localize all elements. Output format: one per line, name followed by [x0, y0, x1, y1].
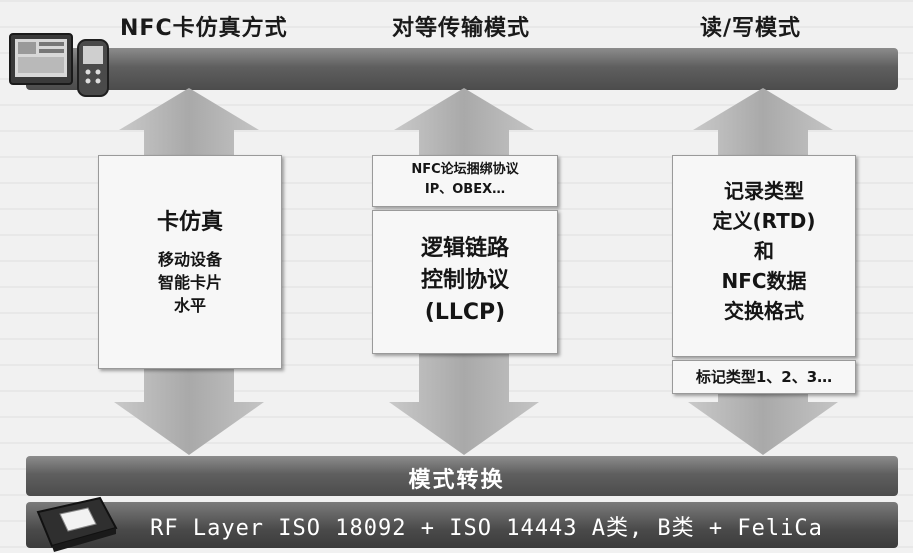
binding-protocol-line: IP、OBEX… — [424, 182, 506, 197]
binding-protocol-line: NFC论坛捆绑协议 — [411, 162, 519, 177]
arrow-card-down — [114, 360, 264, 455]
nfc-binding-protocol-box: NFC论坛捆绑协议 IP、OBEX… — [372, 155, 558, 207]
header-peer-to-peer: 对等传输模式 — [392, 16, 531, 41]
card-reader-icon — [36, 496, 118, 552]
header-read-write: 读/写模式 — [700, 16, 802, 41]
rtd-line: 定义(RTD) — [712, 209, 816, 233]
tag-types-box: 标记类型1、2、3… — [672, 360, 856, 394]
rtd-line: 记录类型 — [724, 179, 804, 203]
phone-icon — [9, 33, 109, 97]
card-emulation-title: 卡仿真 — [156, 210, 223, 235]
card-emulation-line: 水平 — [173, 296, 206, 315]
card-emulation-box: 卡仿真 移动设备 智能卡片 水平 — [98, 155, 282, 369]
rf-layer-band — [26, 502, 898, 548]
top-band — [26, 48, 898, 90]
rtd-ndef-box: 记录类型 定义(RTD) 和 NFC数据 交换格式 — [672, 155, 856, 357]
rtd-line: NFC数据 — [721, 269, 807, 293]
llcp-box: 逻辑链路 控制协议 (LLCP) — [372, 210, 558, 354]
llcp-line: 控制协议 — [420, 268, 509, 293]
tag-types-line: 标记类型1、2、3… — [695, 368, 833, 386]
rtd-line: 和 — [754, 239, 774, 263]
arrow-p2p-up — [394, 88, 534, 160]
mode-switch-band — [26, 456, 898, 496]
mode-switch-label: 模式转换 — [408, 468, 505, 493]
rtd-line: 交换格式 — [724, 299, 804, 323]
arrow-card-up — [119, 88, 259, 160]
llcp-line: (LLCP) — [424, 300, 506, 325]
arrow-rw-down — [688, 388, 838, 455]
arrow-p2p-down — [389, 345, 539, 455]
header-card-emulation: NFC卡仿真方式 — [120, 16, 288, 41]
card-emulation-line: 移动设备 — [157, 250, 222, 269]
arrow-rw-up — [693, 88, 833, 160]
card-emulation-line: 智能卡片 — [157, 273, 222, 292]
llcp-line: 逻辑链路 — [420, 236, 509, 261]
rf-layer-label: RF Layer ISO 18092 + ISO 14443 A类, B类 + … — [150, 516, 823, 541]
